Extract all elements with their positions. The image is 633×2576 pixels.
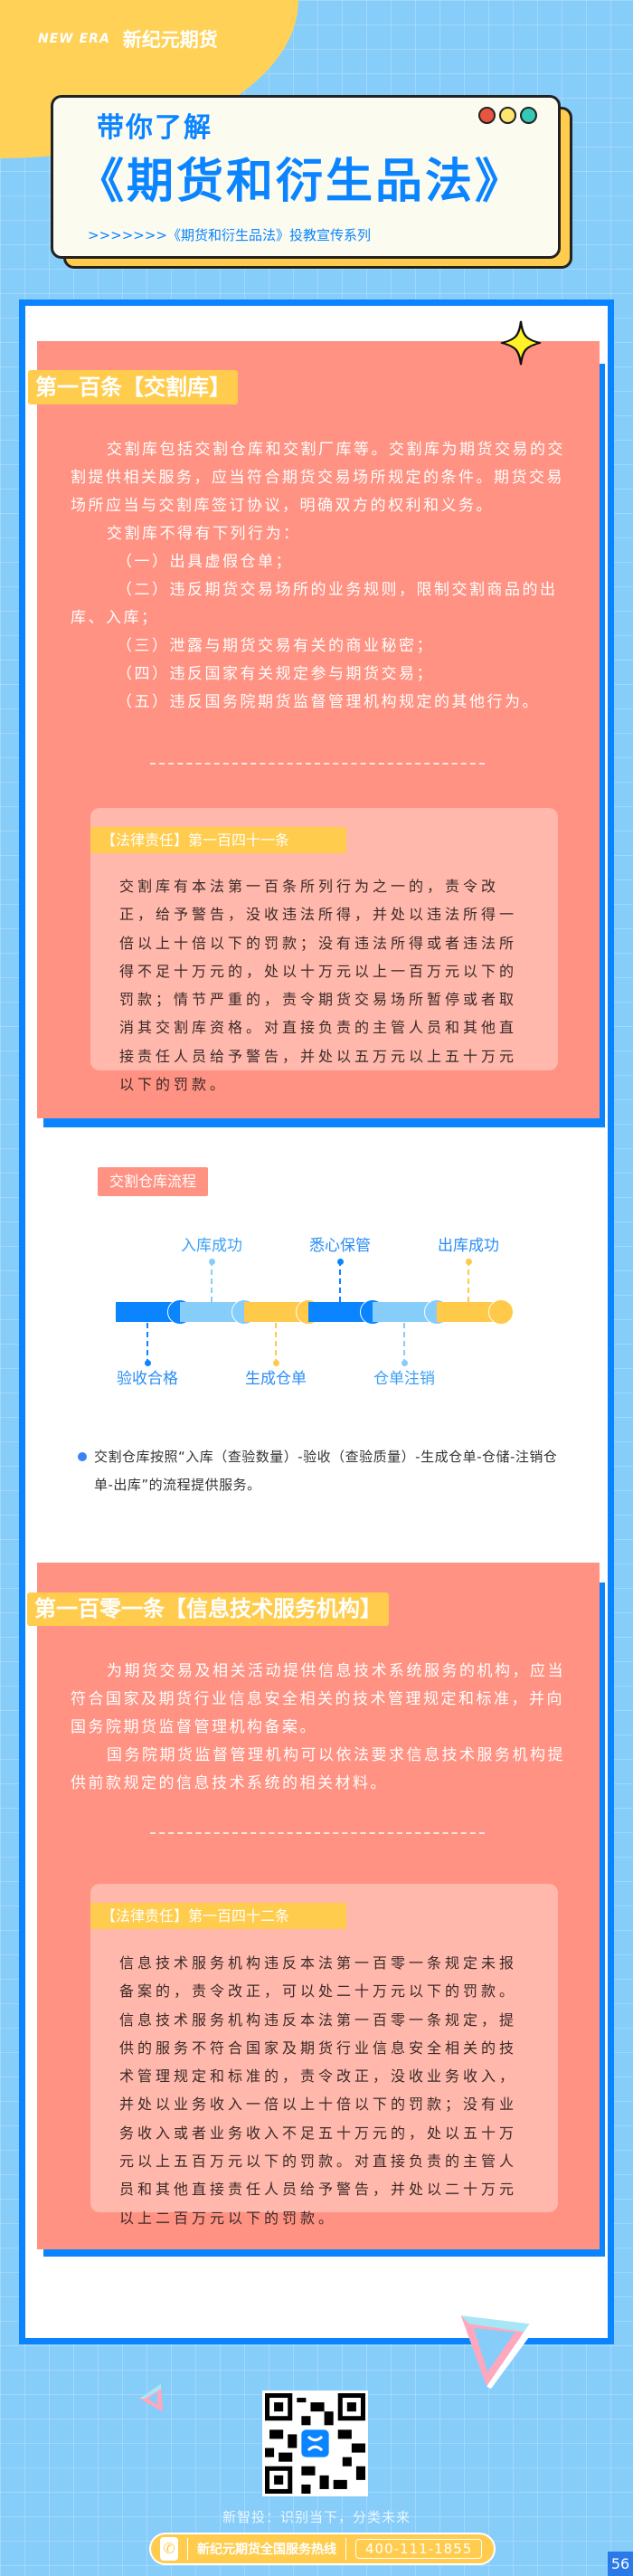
liability-text: 信息技术服务机构违反本法第一百零一条规定未报备案的，责令改正，可以处二十万元以下… — [119, 1949, 528, 2232]
flow-segment — [308, 1302, 373, 1322]
teal-dot-icon — [520, 107, 537, 124]
sparkle-icon — [500, 320, 542, 366]
flow-pin — [146, 1323, 148, 1364]
window-dots — [478, 107, 537, 124]
slogan: 新智投：识别当下，分类未来 — [222, 2509, 411, 2525]
section-2-body: 为期货交易及相关活动提供信息技术系统服务的机构，应当符合国家及期货行业信息安全相… — [71, 1658, 570, 1798]
separator — [345, 2538, 346, 2560]
list-item: （五）违反国务院期货监督管理机构规定的其他行为。 — [117, 693, 540, 711]
flow-pin-dot — [209, 1259, 215, 1265]
flow-pin-dot — [337, 1259, 344, 1265]
flow-note: 交割仓库按照“入库（查验数量）-验收（查验质量）-生成仓单-仓储-注销仓单-出库… — [76, 1443, 564, 1499]
flow-pin — [403, 1323, 405, 1364]
flow-segment — [437, 1302, 501, 1322]
section-1-heading: 第一百条【交割库】 — [28, 370, 238, 404]
flow-pin-dot — [402, 1360, 408, 1366]
hotline-label: 新纪元期货全国服务热线 — [197, 2543, 336, 2557]
paragraph: 交割库不得有下列行为： — [107, 525, 301, 543]
triangle-decor-icon — [460, 2315, 534, 2390]
brand-name: 新纪元期货 — [122, 29, 218, 51]
hotline-number[interactable]: 400-111-1855 — [355, 2539, 483, 2559]
series-label: >>>>>>>《期货和衍生品法》投教宣传系列 — [88, 227, 371, 243]
list-item: （一）出具虚假仓单； — [117, 553, 293, 571]
liability-card — [90, 1884, 558, 2212]
phone-icon: ✆ — [160, 2537, 178, 2561]
flow-step-label: 生成仓单 — [245, 1370, 307, 1388]
flow-segment — [244, 1302, 308, 1322]
flow-step-label: 入库成功 — [181, 1237, 242, 1255]
separator — [187, 2538, 188, 2560]
list-item: （二）违反期货交易场所的业务规则，限制交割商品的出库、入库； — [71, 581, 558, 627]
flow-step-label: 验收合格 — [117, 1370, 178, 1388]
qr-code[interactable] — [262, 2391, 368, 2496]
flow-pin-dot — [145, 1360, 151, 1366]
flow-pin-dot — [273, 1360, 279, 1366]
liability-tag: 【法律责任】第一百四十一条 — [90, 827, 346, 853]
flow-pin — [211, 1260, 213, 1302]
hotline-bar[interactable]: ✆ 新纪元期货全国服务热线 400-111-1855 — [149, 2533, 496, 2565]
paragraph: 交割库包括交割仓库和交割厂库等。交割库为期货交易的交割提供相关服务，应当符合期货… — [71, 441, 565, 515]
small-triangle-icon — [139, 2383, 163, 2412]
subtitle: 带你了解 — [97, 112, 213, 144]
liability-tag: 【法律责任】第一百四十二条 — [90, 1903, 346, 1929]
flow-segment — [180, 1302, 244, 1322]
list-item: （四）违反国家有关规定参与期货交易； — [117, 665, 434, 683]
paragraph: 为期货交易及相关活动提供信息技术系统服务的机构，应当符合国家及期货行业信息安全相… — [71, 1662, 565, 1736]
flow-pin — [468, 1260, 469, 1302]
paragraph: 信息技术服务机构违反本法第一百零一条规定，提供的服务不符合国家及期货行业信息安全… — [119, 2010, 518, 2227]
flow-node — [488, 1299, 514, 1325]
paragraph: 国务院期货监督管理机构可以依法要求信息技术服务机构提供前款规定的信息技术系统的相… — [71, 1746, 565, 1792]
yellow-dot-icon — [499, 107, 516, 124]
list-item: （三）泄露与期货交易有关的商业秘密； — [117, 637, 434, 655]
divider — [150, 763, 485, 765]
flow-step-label: 出库成功 — [438, 1237, 499, 1255]
paragraph: 信息技术服务机构违反本法第一百零一条规定未报备案的，责令改正，可以处二十万元以下… — [119, 1954, 518, 2001]
red-dot-icon — [478, 107, 496, 124]
logo: NEW ERA 新纪元期货 — [38, 27, 218, 51]
qr-code-icon — [265, 2393, 365, 2494]
flow-step-label: 仓单注销 — [373, 1370, 435, 1388]
flow-label: 交割仓库流程 — [98, 1167, 208, 1196]
divider — [150, 1832, 485, 1834]
flow-pin — [275, 1323, 277, 1364]
page-title: 《期货和衍生品法》 — [77, 155, 525, 209]
flow-pin — [339, 1260, 341, 1302]
flow-pin-dot — [466, 1259, 472, 1265]
liability-text: 交割库有本法第一百条所列行为之一的，责令改正，给予警告，没收违法所得，并处以违法… — [119, 878, 518, 1094]
section-2-heading: 第一百零一条【信息技术服务机构】 — [27, 1592, 389, 1626]
logo-mark: NEW ERA — [38, 32, 110, 46]
flow-segment — [373, 1302, 437, 1322]
title-card: 带你了解 《期货和衍生品法》 >>>>>>>《期货和衍生品法》投教宣传系列 — [51, 95, 561, 259]
flow-segment — [116, 1302, 180, 1322]
flow-step-label: 悉心保管 — [309, 1237, 371, 1255]
section-1-body: 交割库包括交割仓库和交割厂库等。交割库为期货交易的交割提供相关服务，应当符合期货… — [71, 436, 570, 717]
page-number: 56 — [608, 2552, 633, 2576]
